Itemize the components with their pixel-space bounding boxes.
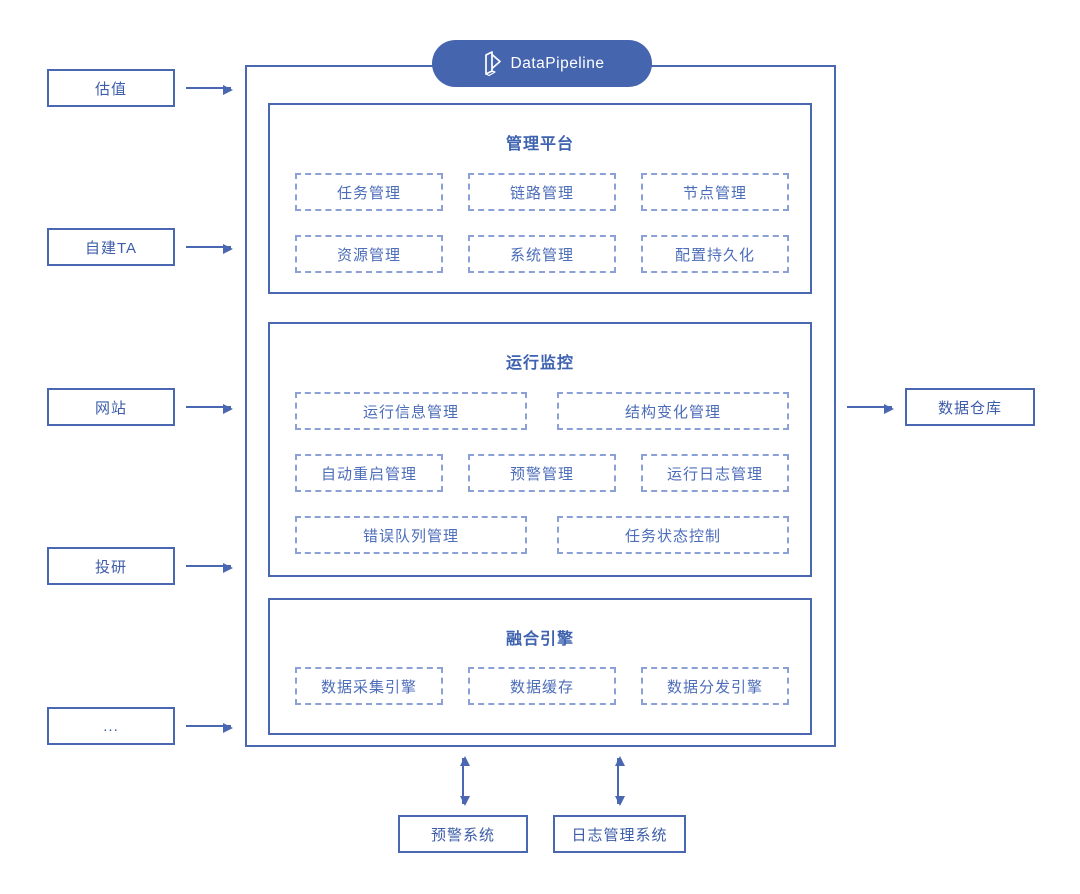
brand-name: DataPipeline xyxy=(510,54,605,72)
module-link-management: 链路管理 xyxy=(468,173,616,211)
source-label: 自建TA xyxy=(84,239,138,257)
arrow-up-down-icon xyxy=(615,756,625,806)
module-structure-change-management: 结构变化管理 xyxy=(557,392,789,430)
module-error-queue-management: 错误队列管理 xyxy=(295,516,527,554)
module-data-collection-engine: 数据采集引擎 xyxy=(295,667,443,705)
module-system-management: 系统管理 xyxy=(468,235,616,273)
module-label: 节点管理 xyxy=(682,184,747,202)
source-label: 估值 xyxy=(94,80,127,98)
module-label: 数据缓存 xyxy=(509,678,574,696)
module-task-management: 任务管理 xyxy=(295,173,443,211)
module-label: 运行信息管理 xyxy=(362,403,459,421)
brand-pill: DataPipeline xyxy=(432,40,652,87)
section-title: 融合引擎 xyxy=(505,631,574,648)
module-resource-management: 资源管理 xyxy=(295,235,443,273)
arrow-right-icon xyxy=(186,723,233,733)
source-label: ... xyxy=(103,717,119,735)
source-box-more: ... xyxy=(47,707,175,745)
datapipeline-logo-icon xyxy=(484,51,501,77)
module-label: 链路管理 xyxy=(509,184,574,202)
module-label: 结构变化管理 xyxy=(624,403,721,421)
arrow-right-icon xyxy=(847,404,894,414)
module-label: 配置持久化 xyxy=(674,246,755,264)
module-alert-management: 预警管理 xyxy=(468,454,616,492)
module-auto-restart-management: 自动重启管理 xyxy=(295,454,443,492)
section-title: 运行监控 xyxy=(505,355,574,372)
module-label: 任务状态控制 xyxy=(624,527,721,545)
output-label: 日志管理系统 xyxy=(571,826,668,844)
module-label: 数据分发引擎 xyxy=(666,678,763,696)
source-box-self-built-ta: 自建TA xyxy=(47,228,175,266)
source-label: 投研 xyxy=(94,558,127,576)
module-runtime-log-management: 运行日志管理 xyxy=(641,454,789,492)
module-label: 系统管理 xyxy=(509,246,574,264)
module-data-cache: 数据缓存 xyxy=(468,667,616,705)
module-data-distribution-engine: 数据分发引擎 xyxy=(641,667,789,705)
module-node-management: 节点管理 xyxy=(641,173,789,211)
arrow-right-icon xyxy=(186,563,233,573)
module-label: 预警管理 xyxy=(509,465,574,483)
module-label: 数据采集引擎 xyxy=(320,678,417,696)
arrow-up-down-icon xyxy=(460,756,470,806)
output-box-alert-system: 预警系统 xyxy=(398,815,528,853)
arrow-right-icon xyxy=(186,404,233,414)
section-runtime-monitoring: 运行监控 运行信息管理 结构变化管理 自动重启管理 预警管理 运行日志管理 错误… xyxy=(268,322,812,577)
source-box-website: 网站 xyxy=(47,388,175,426)
section-management-platform: 管理平台 任务管理 链路管理 节点管理 资源管理 系统管理 配置持久化 xyxy=(268,103,812,294)
output-label: 数据仓库 xyxy=(937,399,1002,417)
module-label: 错误队列管理 xyxy=(362,527,459,545)
arrow-right-icon xyxy=(186,244,233,254)
module-runtime-info-management: 运行信息管理 xyxy=(295,392,527,430)
source-box-valuation: 估值 xyxy=(47,69,175,107)
output-box-log-management-system: 日志管理系统 xyxy=(553,815,686,853)
module-label: 资源管理 xyxy=(336,246,401,264)
arrow-right-icon xyxy=(186,85,233,95)
module-task-status-control: 任务状态控制 xyxy=(557,516,789,554)
section-fusion-engine: 融合引擎 数据采集引擎 数据缓存 数据分发引擎 xyxy=(268,598,812,735)
output-box-data-warehouse: 数据仓库 xyxy=(905,388,1035,426)
section-title: 管理平台 xyxy=(505,136,574,153)
module-label: 自动重启管理 xyxy=(320,465,417,483)
source-box-research: 投研 xyxy=(47,547,175,585)
module-label: 任务管理 xyxy=(336,184,401,202)
module-config-persistence: 配置持久化 xyxy=(641,235,789,273)
output-label: 预警系统 xyxy=(430,826,495,844)
module-label: 运行日志管理 xyxy=(666,465,763,483)
source-label: 网站 xyxy=(94,399,127,417)
